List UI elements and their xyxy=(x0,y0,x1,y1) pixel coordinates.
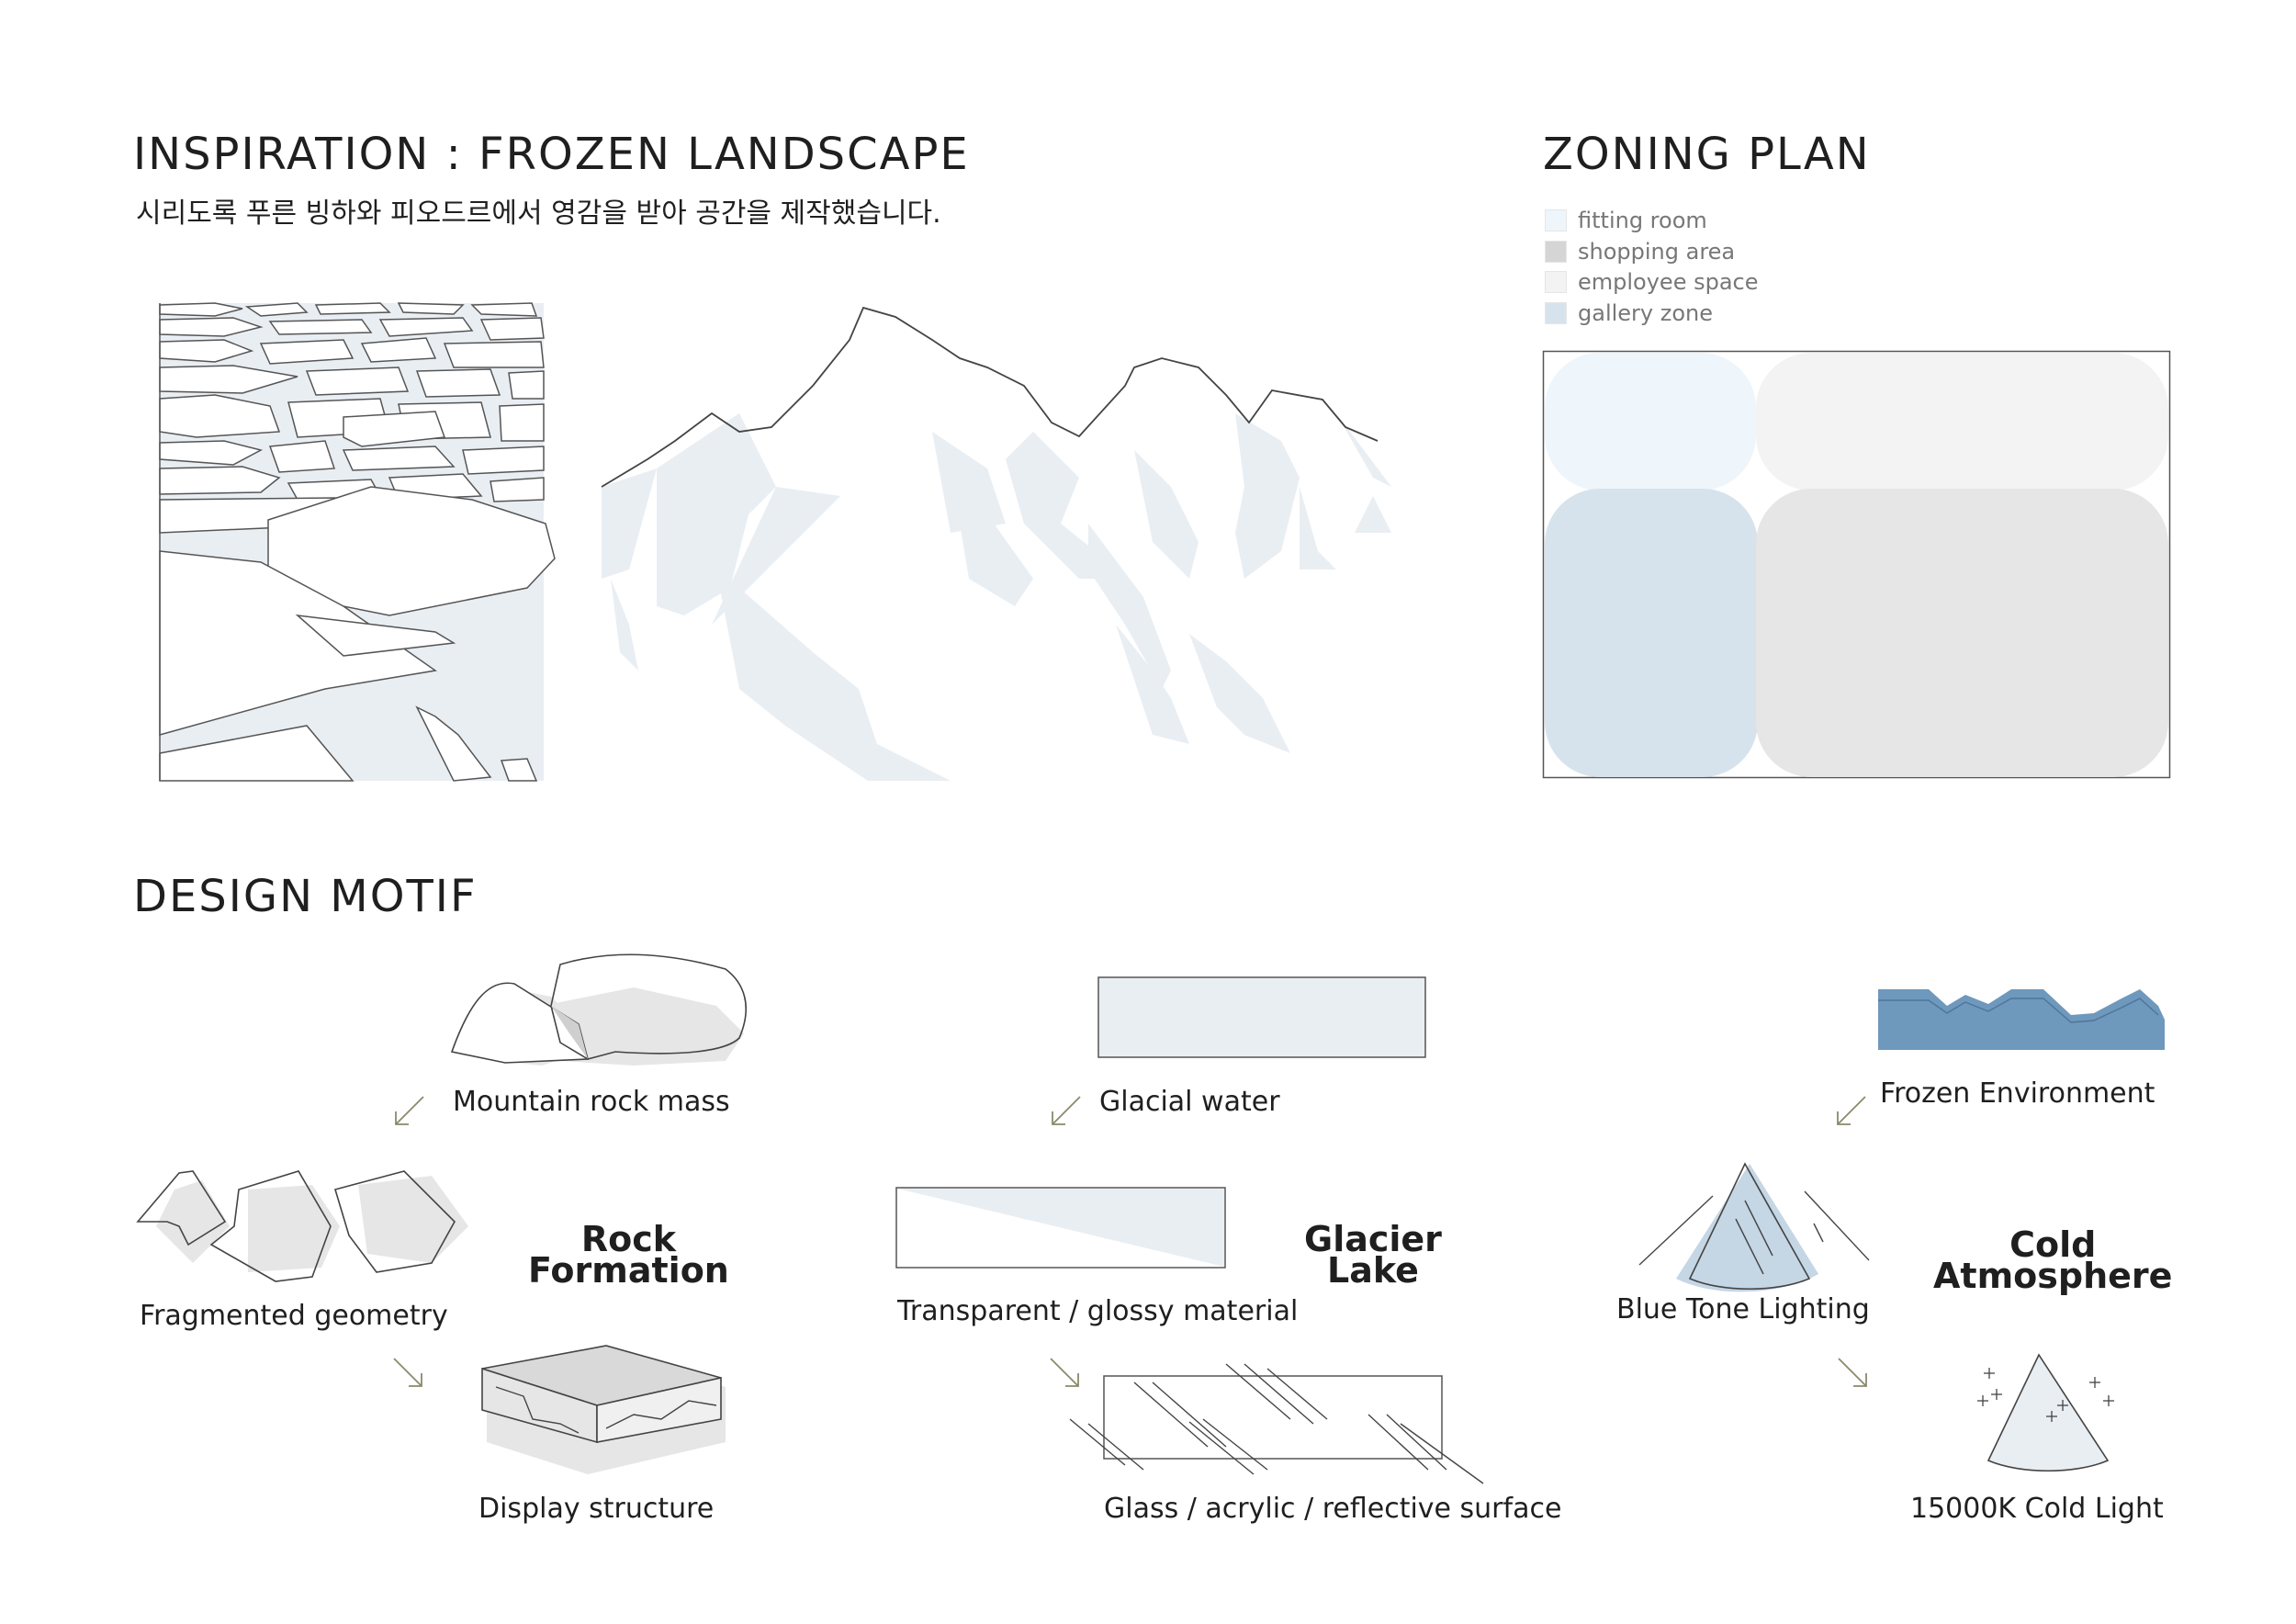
transparent-material-icon xyxy=(895,1187,1226,1269)
legend-swatch xyxy=(1545,241,1567,263)
legend-swatch xyxy=(1545,209,1567,231)
cold-source-label: Frozen Environment xyxy=(1880,1077,2155,1110)
cold-result-label: 15000K Cold Light xyxy=(1910,1493,2164,1525)
rock-mass-icon xyxy=(450,953,747,1066)
legend-item-shopping-area: shopping area xyxy=(1545,239,1735,265)
legend-item-gallery-zone: gallery zone xyxy=(1545,300,1713,326)
heading-line: Cold xyxy=(2009,1224,2097,1265)
zoning-plan-map xyxy=(1542,350,2171,779)
legend-label: shopping area xyxy=(1578,239,1736,265)
heading-line: Rock xyxy=(580,1219,677,1259)
legend-label: gallery zone xyxy=(1578,300,1713,326)
cold-feature-label: Blue Tone Lighting xyxy=(1616,1293,1870,1325)
legend-label: employee space xyxy=(1578,269,1759,295)
legend-item-employee-space: employee space xyxy=(1545,269,1759,295)
arrow-down-left-icon xyxy=(1837,1096,1866,1125)
glacier-feature-label: Transparent / glossy material xyxy=(897,1295,1299,1327)
display-structure-icon xyxy=(481,1345,726,1474)
heading-line: Atmosphere xyxy=(1933,1256,2173,1296)
fragmented-geometry-icon xyxy=(136,1170,468,1282)
zone-fitting-room xyxy=(1545,353,1756,491)
glacier-source-label: Glacial water xyxy=(1099,1086,1280,1118)
rock-result-label: Display structure xyxy=(478,1493,715,1525)
zoning-title: ZONING PLAN xyxy=(1543,129,1871,180)
rock-feature-label: Fragmented geometry xyxy=(140,1300,448,1332)
arrow-down-right-icon xyxy=(393,1358,422,1387)
legend-swatch xyxy=(1545,271,1567,293)
heading-line: Formation xyxy=(528,1250,729,1291)
legend-label: fitting room xyxy=(1578,208,1707,233)
zone-shopping-area xyxy=(1756,489,2168,777)
rock-formation-heading: Rock Formation xyxy=(528,1219,729,1291)
legend-swatch xyxy=(1545,302,1567,324)
zone-employee-space xyxy=(1756,353,2168,491)
motif-title: DESIGN MOTIF xyxy=(133,871,478,922)
arrow-down-right-icon xyxy=(1838,1358,1867,1387)
glacier-lake-heading: Glacier Lake xyxy=(1304,1219,1442,1291)
glacier-result-label: Glass / acrylic / reflective surface xyxy=(1104,1493,1562,1525)
arrow-down-left-icon xyxy=(395,1096,424,1125)
blue-tone-lighting-icon xyxy=(1638,1162,1870,1292)
frozen-environment-icon xyxy=(1878,989,2165,1050)
cold-atmosphere-heading: Cold Atmosphere xyxy=(1933,1224,2173,1296)
legend-item-fitting-room: fitting room xyxy=(1545,208,1707,233)
mountain-illustration xyxy=(601,306,1391,781)
ice-floe-illustration xyxy=(159,302,556,782)
arrow-down-right-icon xyxy=(1050,1358,1079,1387)
inspiration-subtitle: 시리도록 푸른 빙하와 피오드르에서 영감을 받아 공간을 제작했습니다. xyxy=(136,197,941,230)
inspiration-title: INSPIRATION : FROZEN LANDSCAPE xyxy=(133,129,970,180)
arrow-down-left-icon xyxy=(1052,1096,1081,1125)
glacial-water-icon xyxy=(1097,976,1426,1058)
reflective-surface-icon xyxy=(1069,1363,1484,1484)
heading-line: Lake xyxy=(1327,1250,1419,1291)
rock-source-label: Mountain rock mass xyxy=(453,1086,730,1118)
heading-line: Glacier xyxy=(1304,1219,1442,1259)
zone-gallery xyxy=(1545,489,1758,777)
cold-light-icon xyxy=(1977,1353,2114,1472)
